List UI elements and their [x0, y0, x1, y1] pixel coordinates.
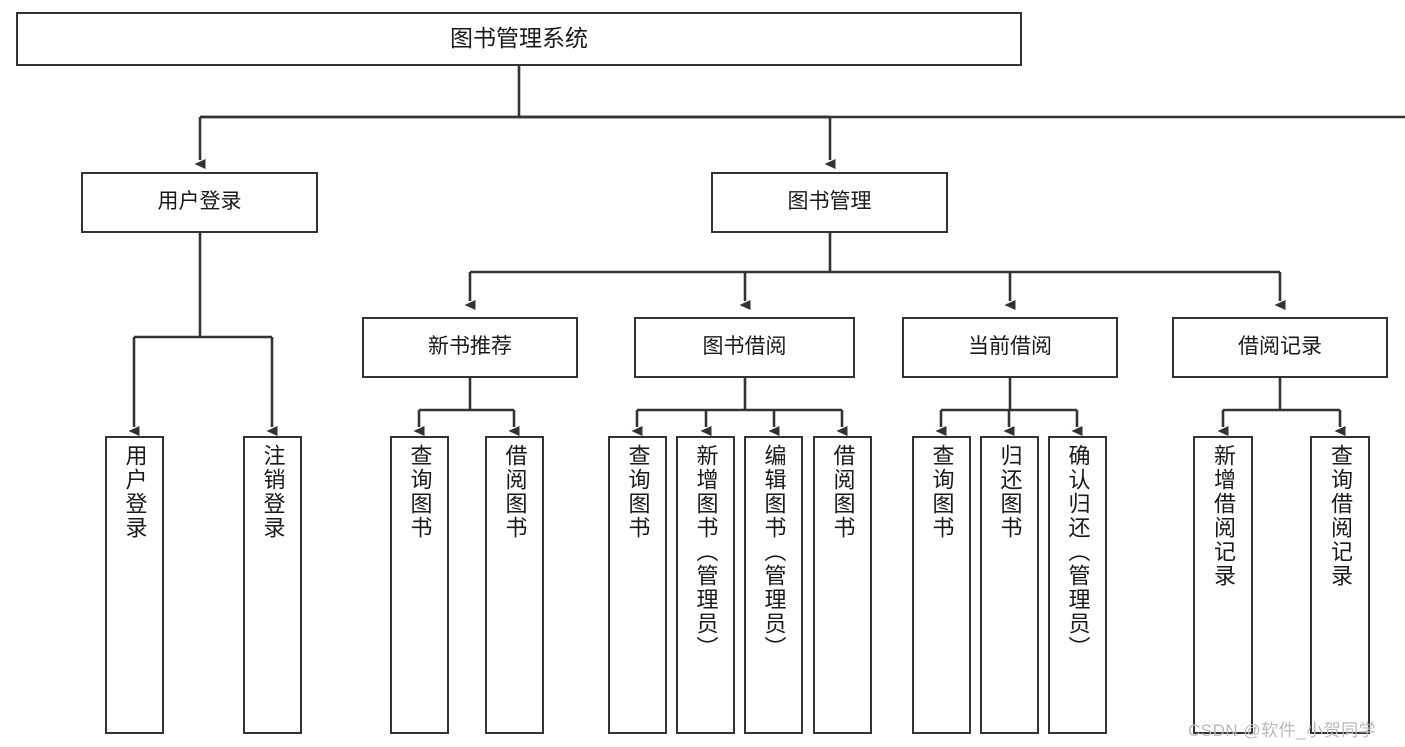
node-leaf-query-book-2-label: 查询图书 — [625, 444, 651, 540]
node-leaf-query-book-1[interactable]: 查询图书 — [390, 436, 449, 734]
node-user-login-label: 用户登录 — [157, 190, 242, 214]
node-leaf-query-book-3-label: 查询图书 — [929, 444, 955, 540]
node-leaf-query-borrow-record-label: 查询借阅记录 — [1328, 444, 1353, 588]
node-new-book-recommend-label: 新书推荐 — [428, 335, 512, 359]
node-leaf-borrow-book-1-label: 借阅图书 — [502, 444, 528, 540]
watermark-text: CSDN @软件_小贺同学 — [1188, 721, 1377, 740]
node-leaf-edit-book-admin-label: 编辑图书（管理员） — [761, 444, 787, 660]
node-leaf-borrow-book-1[interactable]: 借阅图书 — [485, 436, 544, 734]
node-new-book-recommend[interactable]: 新书推荐 — [362, 317, 578, 378]
node-leaf-confirm-return-admin[interactable]: 确认归还（管理员） — [1048, 436, 1107, 734]
node-leaf-add-borrow-record-label: 新增借阅记录 — [1211, 444, 1236, 588]
node-book-borrow[interactable]: 图书借阅 — [634, 317, 855, 378]
node-leaf-query-book-1-label: 查询图书 — [407, 444, 433, 540]
node-book-borrow-label: 图书借阅 — [702, 335, 787, 359]
node-leaf-add-book-admin-label: 新增图书（管理员） — [693, 444, 719, 660]
node-leaf-query-book-3[interactable]: 查询图书 — [912, 436, 971, 734]
node-leaf-edit-book-admin[interactable]: 编辑图书（管理员） — [744, 436, 803, 734]
node-leaf-user-login[interactable]: 用户登录 — [105, 436, 164, 734]
node-leaf-return-book-label: 归还图书 — [997, 444, 1023, 540]
node-leaf-borrow-book-2[interactable]: 借阅图书 — [813, 436, 872, 734]
node-user-login[interactable]: 用户登录 — [81, 172, 318, 233]
node-leaf-query-book-2[interactable]: 查询图书 — [608, 436, 667, 734]
node-book-management-label: 图书管理 — [787, 190, 872, 214]
node-leaf-logout-login-label: 注销登录 — [260, 444, 286, 540]
node-leaf-add-borrow-record[interactable]: 新增借阅记录 — [1193, 436, 1253, 734]
node-current-borrow[interactable]: 当前借阅 — [902, 317, 1118, 378]
node-current-borrow-label: 当前借阅 — [968, 335, 1052, 359]
node-leaf-return-book[interactable]: 归还图书 — [980, 436, 1039, 734]
node-borrow-record-label: 借阅记录 — [1238, 335, 1322, 359]
node-root[interactable]: 图书管理系统 — [16, 12, 1022, 66]
node-leaf-logout-login[interactable]: 注销登录 — [243, 436, 302, 734]
node-leaf-user-login-label: 用户登录 — [122, 444, 148, 540]
node-leaf-confirm-return-admin-label: 确认归还（管理员） — [1065, 444, 1091, 660]
node-leaf-borrow-book-2-label: 借阅图书 — [830, 444, 856, 540]
node-borrow-record[interactable]: 借阅记录 — [1172, 317, 1388, 378]
node-root-label: 图书管理系统 — [450, 25, 588, 52]
node-leaf-query-borrow-record[interactable]: 查询借阅记录 — [1310, 436, 1370, 734]
node-book-management[interactable]: 图书管理 — [711, 172, 948, 233]
node-leaf-add-book-admin[interactable]: 新增图书（管理员） — [676, 436, 735, 734]
